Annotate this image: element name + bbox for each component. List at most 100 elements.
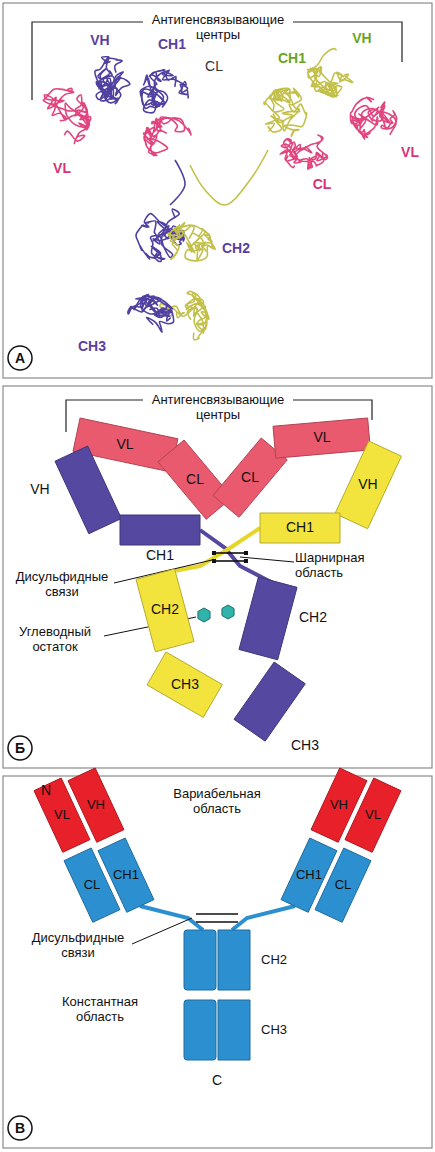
domain-shape bbox=[53, 444, 123, 536]
light-chain-ribbon bbox=[350, 97, 377, 139]
domain-label: CH1 bbox=[113, 868, 139, 882]
domain-outline bbox=[55, 446, 121, 534]
part-label: VH bbox=[352, 30, 371, 46]
domain-outline bbox=[136, 569, 194, 652]
part-label: Дисульфидные связи bbox=[26, 931, 130, 961]
heavy-chain-ribbon bbox=[308, 49, 342, 97]
domain-outline bbox=[260, 513, 340, 543]
domain-label: CH3 bbox=[171, 677, 199, 692]
part-label: CL bbox=[205, 58, 223, 74]
light-chain-ribbon bbox=[280, 139, 305, 168]
domain-label: CL bbox=[186, 472, 204, 487]
domain-box: CH3 bbox=[145, 650, 224, 719]
part-label: Углеводный остаток bbox=[7, 625, 103, 655]
domain-box: CH1 bbox=[258, 511, 342, 545]
panel-frame bbox=[3, 776, 432, 1148]
heavy-chain-ribbon bbox=[264, 89, 307, 137]
part-label: CL bbox=[313, 176, 332, 192]
domain-label: CL bbox=[335, 878, 352, 892]
domain-shape bbox=[232, 660, 307, 743]
domain-outline bbox=[218, 930, 250, 990]
light-chain-ribbon bbox=[64, 95, 90, 144]
hinge-ribbon bbox=[190, 150, 268, 205]
domain-outline bbox=[218, 1000, 250, 1060]
domain-label: VL bbox=[313, 430, 330, 445]
domain-box: CH2 bbox=[237, 575, 299, 662]
domain-label: CH1 bbox=[286, 520, 314, 535]
panel-letter-circle bbox=[8, 346, 32, 370]
domain-label: CH1 bbox=[146, 548, 174, 563]
domain-outline bbox=[273, 418, 370, 458]
part-label: Шарнирная область bbox=[295, 551, 385, 581]
domain-label: CH1 bbox=[296, 868, 322, 882]
heavy-chain-ribbon bbox=[168, 225, 213, 260]
domain-box: CH2 bbox=[216, 928, 252, 992]
domain-label: VL bbox=[365, 808, 381, 822]
domain-label: CH2 bbox=[151, 602, 179, 617]
part-label: C bbox=[212, 1072, 222, 1088]
disulfide-dot bbox=[244, 559, 248, 563]
domain-box: VH bbox=[66, 766, 126, 844]
part-label: CH1 bbox=[278, 50, 306, 66]
disulfide-dot bbox=[212, 559, 216, 563]
domain-shape bbox=[216, 998, 252, 1062]
domain-label: VH bbox=[87, 798, 105, 812]
domain-outline bbox=[98, 838, 154, 912]
heavy-chain-ribbon bbox=[134, 296, 174, 333]
domain-box: CH3 bbox=[216, 998, 252, 1062]
part-label: Вариабельная область bbox=[161, 787, 273, 817]
domain-label: CH2 bbox=[261, 953, 287, 967]
disulfide-bond bbox=[196, 921, 238, 923]
part-label: Дисульфидные связи bbox=[10, 570, 114, 600]
domain-box: CH3 bbox=[232, 660, 307, 743]
domain-label: VH bbox=[30, 482, 49, 497]
heavy-chain-ribbon bbox=[95, 58, 130, 103]
heavy-chain-ribbon bbox=[173, 223, 215, 261]
domain-outline bbox=[345, 778, 401, 852]
domain-label: CL bbox=[241, 470, 259, 485]
part-label: Константная область bbox=[48, 995, 152, 1025]
domain-shape bbox=[118, 513, 202, 547]
light-chain-ribbon bbox=[152, 117, 191, 135]
light-chain-ribbon bbox=[290, 135, 328, 169]
disulfide-bond bbox=[214, 560, 246, 562]
part-label: N bbox=[41, 782, 51, 798]
domain-box: VH bbox=[333, 439, 403, 531]
domain-box: VL bbox=[343, 776, 403, 854]
domain-outline bbox=[120, 515, 200, 545]
domain-label: CL bbox=[84, 878, 101, 892]
heavy-chain-ribbon bbox=[269, 88, 301, 131]
part-label: CH2 bbox=[222, 240, 250, 256]
domain-outline bbox=[158, 440, 232, 519]
domain-label: CH2 bbox=[299, 610, 327, 625]
domain-outline bbox=[234, 662, 305, 741]
domain-label: VH bbox=[358, 477, 377, 492]
domain-label: VH bbox=[330, 798, 348, 812]
panel-frame bbox=[3, 386, 432, 768]
part-label: Антигенсвязывающие центры bbox=[143, 393, 293, 423]
domain-label: CH3 bbox=[261, 1023, 287, 1037]
domain-outline bbox=[239, 577, 297, 660]
domain-box: VH bbox=[53, 444, 123, 536]
part-label: VH bbox=[90, 32, 109, 48]
part-label: CH1 bbox=[158, 36, 186, 52]
domain-outline bbox=[147, 652, 222, 717]
domain-shape bbox=[216, 928, 252, 992]
domain-label: VL bbox=[116, 437, 133, 452]
domain-outline bbox=[335, 441, 401, 529]
part-label: VL bbox=[401, 144, 419, 160]
part-label: VL bbox=[53, 160, 71, 176]
domain-shape bbox=[237, 575, 299, 662]
domain-label: CH3 bbox=[291, 738, 319, 753]
leader-line bbox=[132, 918, 192, 944]
panel-letter: А bbox=[15, 350, 25, 366]
part-label: CH3 bbox=[78, 338, 106, 354]
domain-label: VL bbox=[54, 808, 70, 822]
carbohydrate-hexagon bbox=[198, 608, 210, 622]
panel-letter: В bbox=[15, 1120, 25, 1136]
hinge-chain bbox=[232, 906, 295, 930]
heavy-chain-ribbon bbox=[140, 75, 167, 113]
domain-outline bbox=[315, 848, 371, 922]
panel-frame bbox=[3, 3, 432, 378]
